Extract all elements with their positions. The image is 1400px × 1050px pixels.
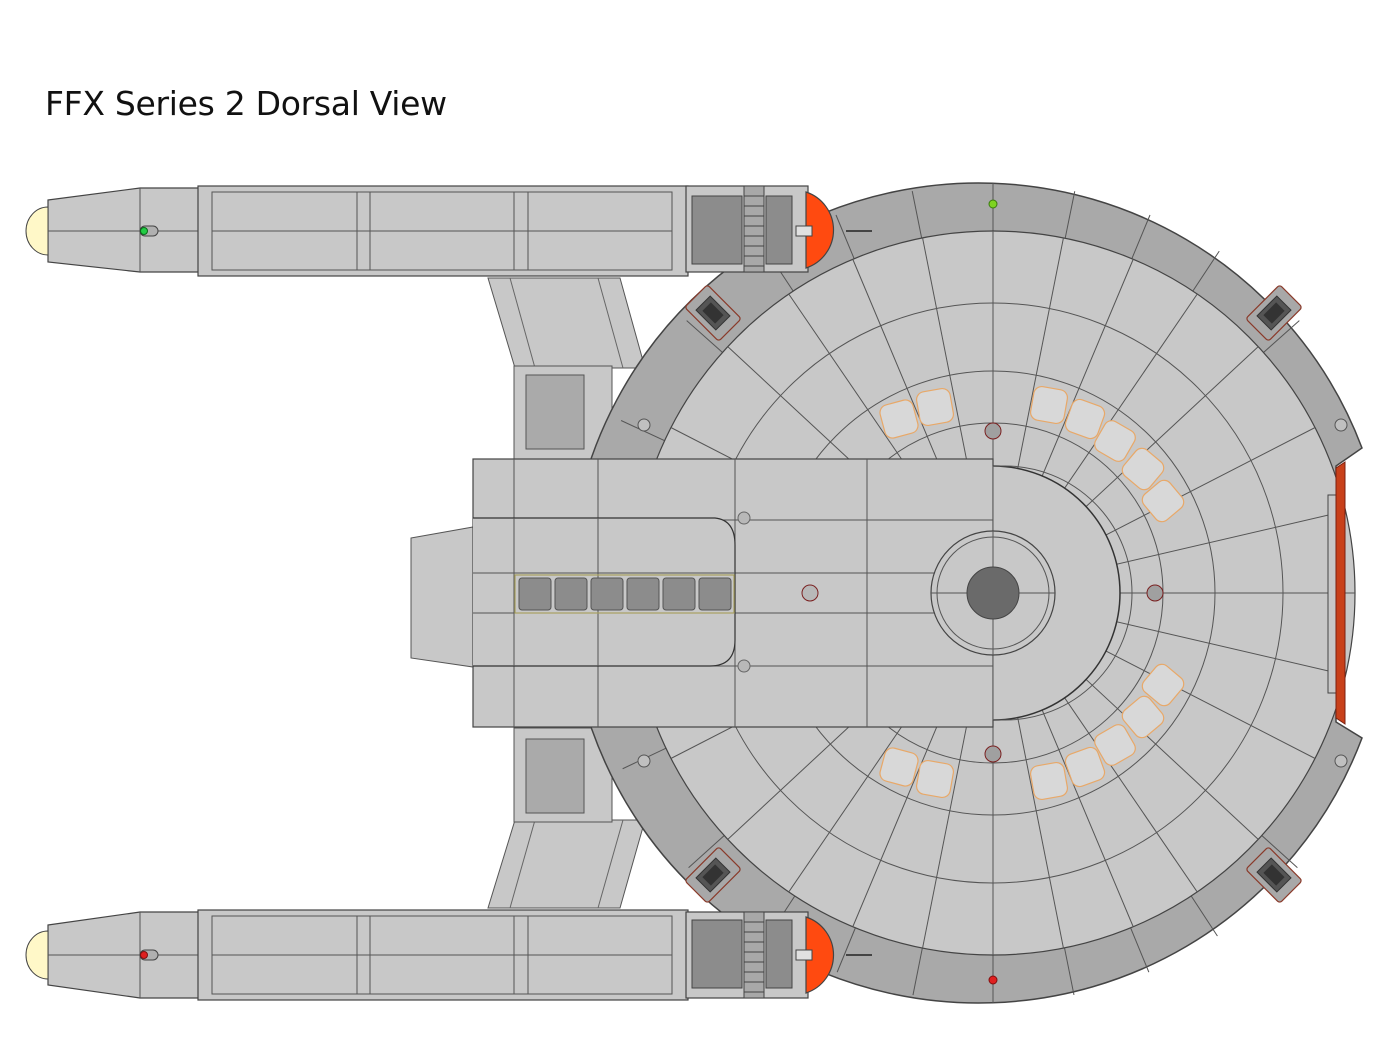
upper-warp-nacelle [25, 185, 872, 277]
green-light-icon [988, 199, 998, 209]
red-light-icon [988, 975, 998, 985]
hatch-marker [1146, 584, 1164, 602]
shuttle-bay-windows [514, 574, 735, 614]
saucer-windows-upper [879, 385, 1185, 523]
green-light-icon [140, 227, 148, 235]
navigational-deflector [1327, 461, 1346, 725]
hatch-marker [984, 422, 1002, 440]
hatch-marker [984, 745, 1002, 763]
lower-pylon [487, 727, 646, 909]
rcs-thruster-icon [1246, 285, 1302, 341]
lower-warp-nacelle [25, 909, 872, 1001]
rcs-thruster-icon [685, 847, 741, 903]
rcs-thruster-icon [685, 285, 741, 341]
diagram-title: FFX Series 2 Dorsal View [45, 84, 447, 123]
secondary-hull [410, 458, 1133, 728]
red-light-icon [140, 951, 148, 959]
bridge-dome [930, 530, 1056, 656]
rcs-thruster-icon [1246, 847, 1302, 903]
saucer-windows-lower [879, 663, 1185, 801]
